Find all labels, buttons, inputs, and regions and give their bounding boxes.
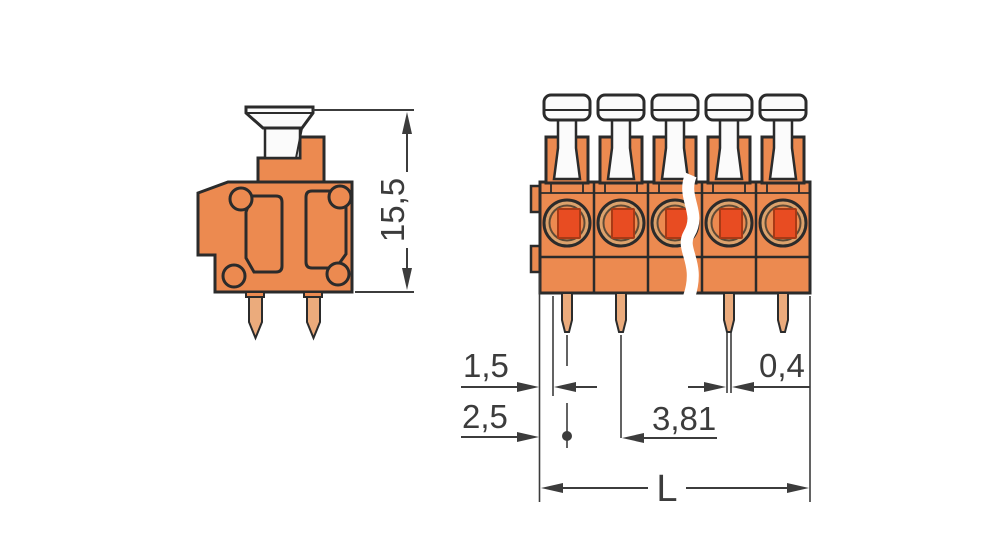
housing-circle — [221, 263, 247, 289]
pole-3 — [650, 93, 700, 185]
dimension-row-3: L — [541, 468, 809, 510]
arrowhead — [517, 432, 539, 442]
arrowhead — [402, 268, 412, 290]
pole-4 — [704, 93, 754, 185]
housing-circle — [327, 184, 353, 210]
dim-length-label: L — [656, 468, 677, 510]
side-view: 15,5 — [196, 105, 414, 341]
arrowhead — [402, 112, 412, 134]
dim-2-5-label: 2,5 — [462, 398, 508, 435]
solder-pin — [561, 292, 573, 333]
arrowhead — [622, 433, 644, 443]
pole-2 — [596, 93, 646, 185]
extension-lines — [538, 273, 811, 502]
pin-root — [303, 291, 323, 298]
arrowhead — [732, 382, 754, 392]
solder-pin — [248, 293, 263, 341]
arrowhead — [517, 382, 539, 392]
solder-pin — [777, 292, 789, 333]
pole-1 — [542, 93, 592, 185]
clamp-unit — [758, 198, 808, 248]
arrowhead — [787, 483, 809, 493]
pin-center-dot — [562, 431, 572, 441]
clamp-units — [542, 198, 808, 248]
pusher-stem — [263, 126, 302, 160]
arrowhead — [554, 382, 576, 392]
clamp-unit — [704, 198, 754, 248]
arrowhead — [704, 382, 726, 392]
dimension-row-2: 2,5 3,81 — [461, 398, 717, 443]
clamp-unit — [596, 198, 646, 248]
housing-circle — [228, 186, 254, 212]
arrowhead — [541, 483, 563, 493]
solder-pin — [723, 292, 735, 333]
dimension-row-1: 1,5 0,4 — [461, 347, 810, 392]
pin-root — [245, 291, 265, 298]
break-line — [680, 172, 700, 299]
clamp-unit — [542, 198, 592, 248]
dim-1-5-label: 1,5 — [463, 347, 509, 384]
front-view-solder-pins — [561, 292, 789, 333]
height-dimension: 15,5 — [313, 109, 414, 293]
pole-5 — [758, 93, 808, 185]
pusher-face-line — [295, 127, 303, 159]
solder-pin — [615, 292, 627, 333]
pole-dividers — [592, 182, 758, 293]
pusher — [244, 105, 315, 160]
pusher-cap — [244, 105, 315, 130]
side-view-solder-pins — [248, 293, 321, 341]
front-view: 1,5 0,4 2,5 3,81 L — [461, 93, 812, 510]
dim-0-4-label: 0,4 — [759, 347, 805, 384]
dim-3-81-label: 3,81 — [652, 400, 716, 437]
housing-window-left — [244, 194, 284, 274]
height-dimension-label: 15,5 — [374, 178, 411, 242]
solder-pin — [306, 293, 321, 341]
housing-circle — [325, 261, 351, 287]
